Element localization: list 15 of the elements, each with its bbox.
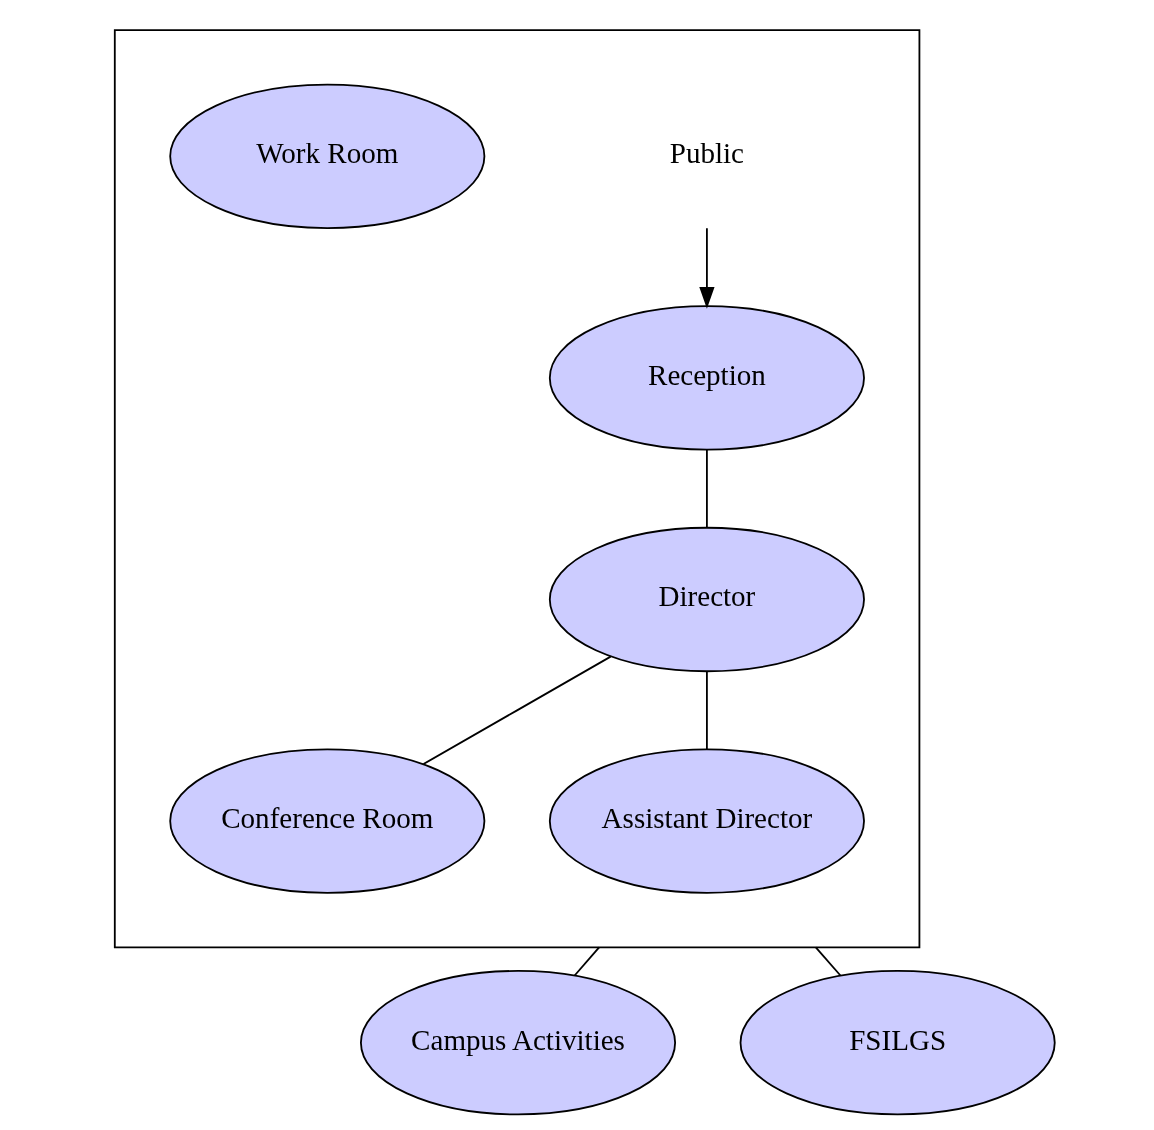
connector <box>705 670 708 751</box>
node-ellipse: Assistant Director <box>548 748 865 894</box>
node-ellipse: FSILGS <box>739 970 1056 1116</box>
node-ellipse: Conference Room <box>168 748 485 894</box>
connector <box>422 655 612 765</box>
connector <box>814 946 841 977</box>
connector <box>705 449 708 529</box>
node-text: Public <box>669 137 744 170</box>
connector <box>573 946 600 977</box>
node-ellipse: Director <box>548 526 865 673</box>
node-ellipse: Work Room <box>168 83 485 229</box>
node-ellipse: Campus Activities <box>359 970 676 1116</box>
cluster <box>113 29 920 949</box>
arrow <box>698 227 715 309</box>
node-ellipse: Reception <box>548 305 865 451</box>
